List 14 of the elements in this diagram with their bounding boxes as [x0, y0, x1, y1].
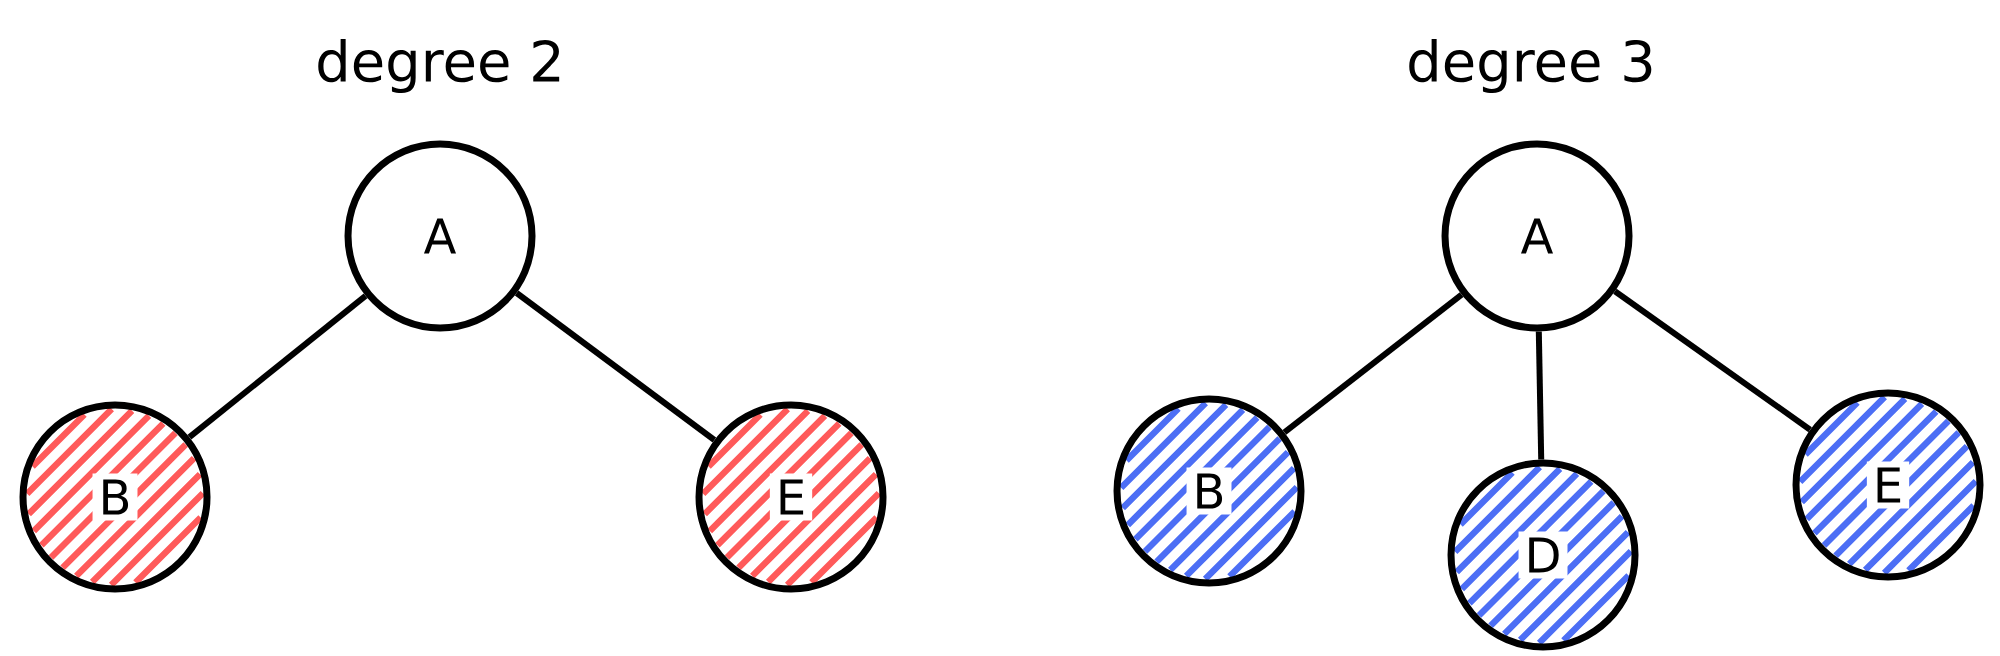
edge-line [187, 293, 368, 440]
hatched-circle-node: B [1113, 395, 1305, 587]
circle-node: A [1441, 140, 1633, 332]
edge-line [1535, 331, 1545, 460]
edge-line [514, 290, 717, 443]
edge-line [1613, 288, 1812, 433]
hatched-circle-node: D [1447, 459, 1639, 651]
edge-line [1282, 292, 1464, 435]
circle-node: A [344, 140, 536, 332]
hatched-circle-node: E [1792, 389, 1984, 581]
hatched-circle-node: B [19, 401, 211, 593]
heading: degree 2 [318, 38, 560, 94]
heading: degree 3 [1409, 38, 1652, 94]
hatched-circle-node: E [695, 401, 887, 593]
